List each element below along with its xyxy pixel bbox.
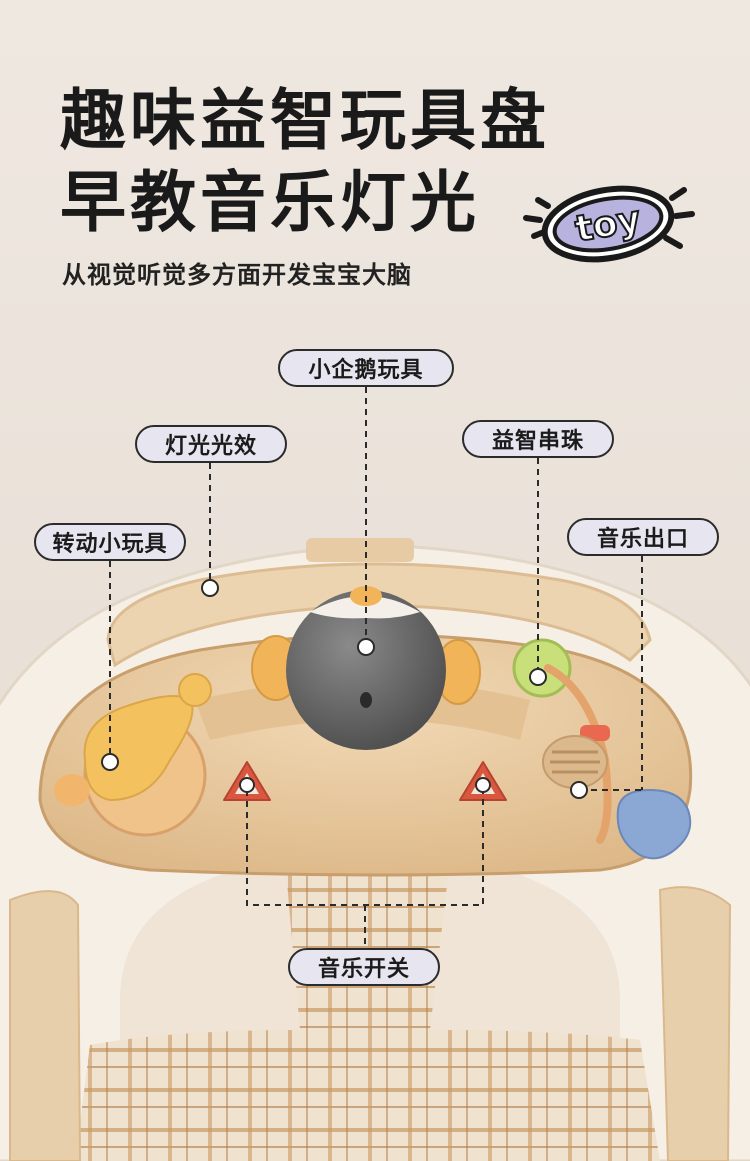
penguin-body: [286, 590, 446, 750]
left-arm: [9, 890, 82, 1161]
handle-tab: [306, 538, 414, 562]
dot-rotate: [101, 753, 119, 771]
callout-penguin: 小企鹅玩具: [278, 349, 454, 387]
callout-leaders: [109, 387, 643, 948]
seat-fabric: [75, 860, 660, 1161]
dot-light: [201, 579, 219, 597]
callout-speaker: 音乐出口: [567, 518, 719, 556]
rotate-toy-foot: [54, 774, 90, 806]
callout-beads: 益智串珠: [462, 420, 614, 458]
rotate-toy-cap: [178, 673, 212, 707]
subtitle: 从视觉听觉多方面开发宝宝大脑: [62, 261, 412, 289]
callout-switch: 音乐开关: [288, 948, 440, 986]
right-arm: [658, 886, 732, 1161]
rotate-toy-body: [83, 695, 194, 802]
headline-line-2: 早教音乐灯光: [60, 164, 480, 241]
blue-bead: [616, 788, 692, 860]
callout-light: 灯光光效: [135, 425, 287, 463]
penguin-mouth: [360, 692, 372, 708]
callout-rotate: 转动小玩具: [34, 523, 186, 561]
dot-beads: [529, 668, 547, 686]
dot-switch-right: [475, 777, 491, 793]
headline-line-1: 趣味益智玩具盘: [60, 82, 550, 159]
dot-switch-left: [239, 777, 255, 793]
light-bar: [106, 562, 652, 668]
dot-penguin: [357, 638, 375, 656]
toy-badge-icon: toy: [523, 185, 695, 263]
dot-speaker: [570, 781, 588, 799]
bead-disc: [512, 638, 572, 698]
